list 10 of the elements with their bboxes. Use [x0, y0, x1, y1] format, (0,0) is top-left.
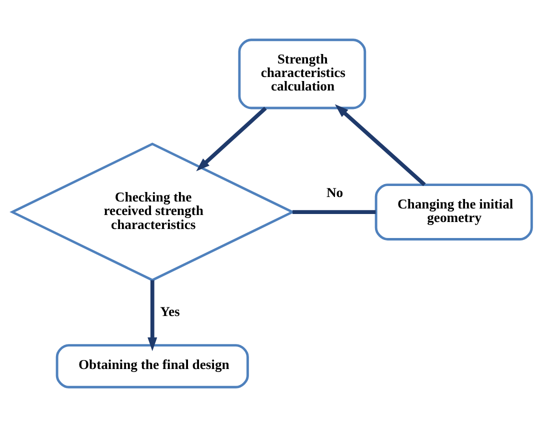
- connector: [292, 210, 376, 214]
- arrow: [334, 104, 426, 186]
- arrow: [196, 106, 267, 171]
- edge-label: No: [326, 184, 344, 200]
- edge-label: Yes: [160, 303, 180, 318]
- node-box: Changing the initial geometry: [374, 183, 533, 240]
- node-box: Obtaining the final design: [56, 344, 249, 388]
- node-box: Strength characteristics calculation: [238, 38, 366, 109]
- arrow: [148, 280, 158, 351]
- node-diamond: Checking the received strength characteristics: [10, 142, 296, 281]
